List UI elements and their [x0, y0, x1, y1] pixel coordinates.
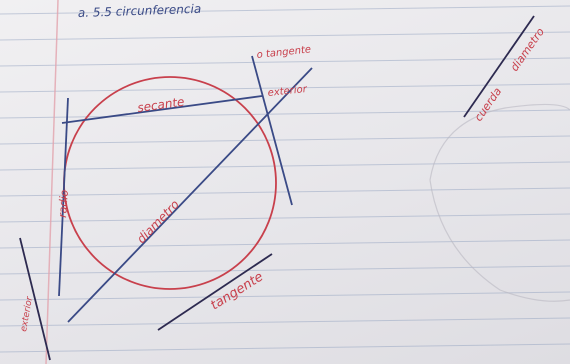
- label-exterior: exterior: [267, 84, 308, 99]
- label-tangente: o tangente: [256, 44, 311, 61]
- page-heading: a. 5.5 circunferencia: [78, 2, 202, 20]
- label-diametro: diametro: [134, 197, 182, 246]
- label-exterior-left: exterior: [19, 295, 35, 333]
- chord-line-right: [463, 15, 535, 118]
- label-secante: secante: [136, 95, 185, 115]
- tangent-line-top: [251, 55, 293, 206]
- faint-circle: [429, 103, 570, 302]
- ruled-lines: [0, 5, 570, 353]
- label-cuerda: cuerda: [472, 85, 505, 124]
- tangent-line-bottom: [157, 253, 273, 331]
- label-radio: radio: [56, 189, 71, 218]
- diameter-line: [67, 67, 313, 323]
- secant-line: [61, 95, 263, 124]
- margin-line: [45, 0, 59, 364]
- exterior-line-left: [19, 237, 51, 361]
- radius-line: [58, 97, 69, 297]
